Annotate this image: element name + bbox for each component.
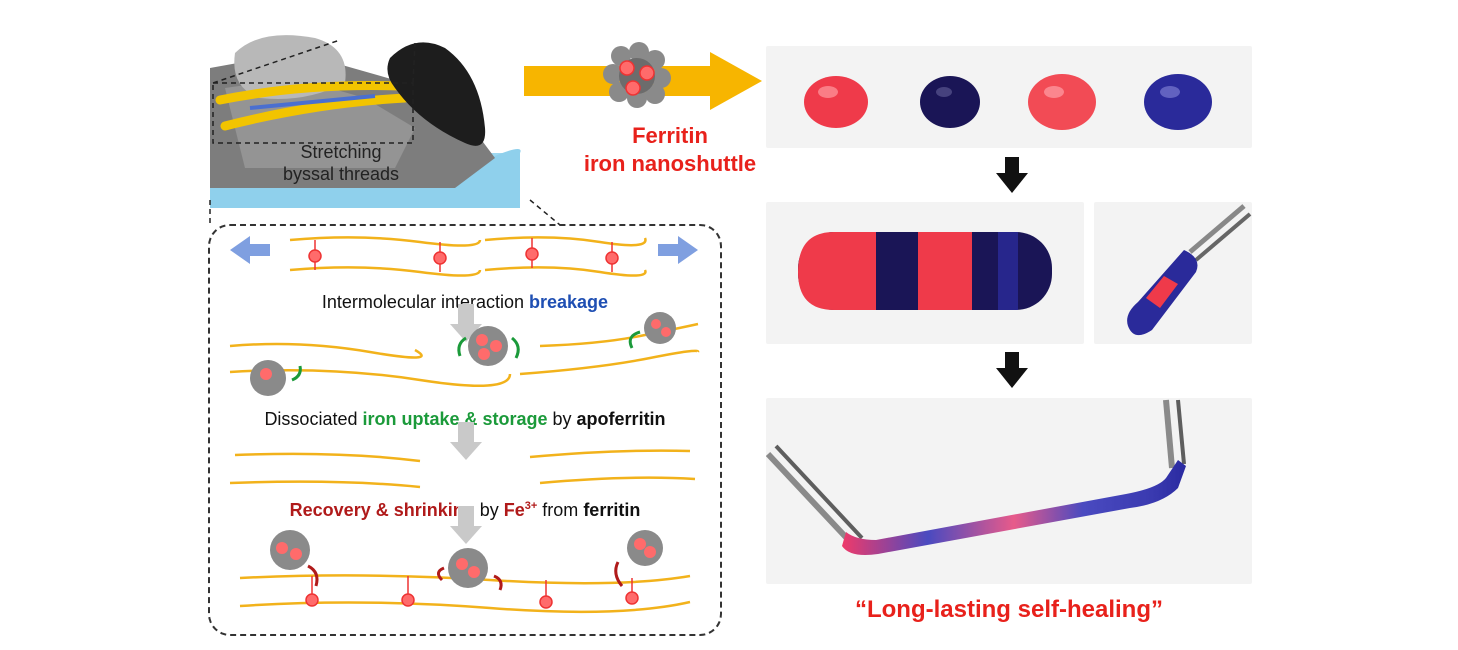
step3-ion: Fe — [503, 500, 525, 520]
black-down-arrow-1 — [996, 157, 1028, 193]
right-pull-arrow — [658, 236, 698, 264]
step3-text: Recovery & shrinking by Fe3+ from ferrit… — [220, 500, 710, 521]
step3-mid2: from — [537, 500, 584, 520]
mussel-caption-line1: Stretching — [300, 142, 382, 162]
photo-droplets — [766, 46, 1252, 148]
ferritin-cluster-right — [644, 312, 676, 344]
threads-recovered — [239, 530, 691, 614]
black-down-arrow-2 — [996, 352, 1028, 388]
ferritin-label-line1: Ferritin — [632, 123, 708, 148]
step2-highlight: iron uptake & storage — [362, 409, 548, 429]
threads-broken — [229, 312, 700, 396]
step3-highlight: Recovery & shrinking — [289, 500, 475, 520]
step2-mid: by — [547, 409, 577, 429]
step2-text: Dissociated iron uptake & storage by apo… — [220, 409, 710, 430]
photo-healed-bar — [766, 202, 1084, 344]
step1-highlight: breakage — [529, 292, 609, 312]
mechanism-panel — [208, 224, 722, 636]
black-mussel-shell — [387, 42, 486, 146]
gray-down-arrow-2 — [450, 422, 482, 460]
ferritin-cluster-center — [468, 326, 508, 366]
step3-bold: ferritin — [583, 500, 641, 520]
step1-prefix: Intermolecular interaction — [321, 292, 530, 312]
step3-sup: 3+ — [524, 500, 538, 512]
result-quote: “Long-lasting self-healing” — [854, 596, 1163, 623]
ferritin-cluster-r4-right — [627, 530, 663, 566]
ferritin-icon — [603, 42, 671, 108]
step3-mid: by — [474, 500, 504, 520]
gray-down-arrow-1 — [450, 304, 482, 342]
ferritin-cluster-r4-left — [270, 530, 310, 570]
ferritin-cluster-r4-center — [448, 548, 488, 588]
threads-empty — [229, 449, 696, 489]
mussel-drawing — [210, 35, 521, 208]
ferritin-label-line2: iron nanoshuttle — [583, 151, 757, 176]
zoom-box — [212, 82, 414, 144]
mussel-caption-line2: byssal threads — [282, 164, 400, 184]
photo-stretched-bar — [765, 398, 1252, 584]
step2-prefix: Dissociated — [264, 409, 363, 429]
blue-arrow-thread — [249, 94, 376, 110]
step2-bold: apoferritin — [576, 409, 666, 429]
stretched-hydrogel — [842, 460, 1186, 555]
threads-stretched — [230, 236, 698, 277]
gray-down-arrow-3 — [450, 506, 482, 544]
photo-tweezer-bar — [1094, 202, 1252, 344]
left-pull-arrow — [230, 236, 270, 264]
mussel-illustration: Stretching byssal threads — [205, 28, 525, 208]
ferritin-cluster-left — [250, 360, 286, 396]
zoom-lines — [209, 199, 561, 226]
